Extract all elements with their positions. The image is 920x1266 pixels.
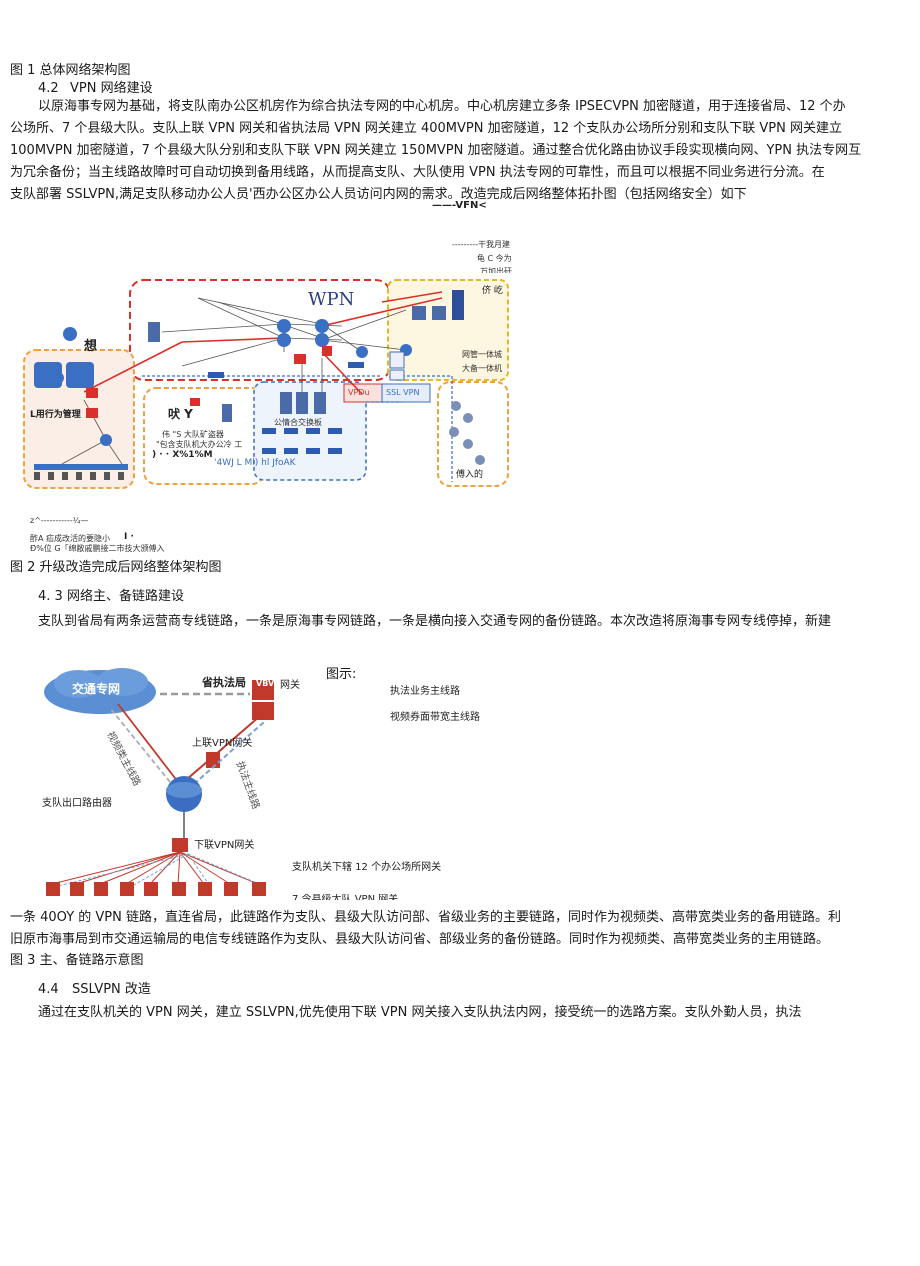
paragraph-line: 支队部署 SSLVPN,满足支队移动办公人员'西办公区办公人员访问内网的需求。改… (10, 187, 747, 202)
ji-label: 想 (84, 339, 98, 354)
ssl-vpn-tag-label: SSL VPN (386, 388, 420, 397)
switch-box-label: 公情合交换板 (274, 418, 322, 427)
paragraph-line: 100MVPN 加密隧道，7 个县级大队分别和支队下联 VPN 网关建立 150… (10, 143, 862, 158)
paragraph-line: 公场所、7 个县级大队。支队上联 VPN 网关和省执法局 VPN 网关建立 40… (10, 121, 842, 136)
behavior-mgmt-label: L用行为管理 (30, 410, 81, 420)
mobile-zone (437, 381, 509, 487)
fig1-below-line-2b: I · (124, 532, 134, 542)
link-svg (44, 668, 274, 896)
downlink-gateway-icon (172, 838, 188, 852)
uplink-gateway-icon (206, 752, 220, 768)
legend-line-1: ---------干我月建 (452, 240, 510, 249)
server-icons (148, 290, 464, 422)
fig1-below-line-2a: 酢A 疝成改活的要隐小 (30, 534, 111, 543)
paragraph-line: 为冗余备份；当主线路故障时可自动切换到备用线路，从而提高支队、大队使用 VPN … (10, 165, 825, 180)
county-note-2: "包含支队机大办公冷 工 (156, 440, 243, 449)
right-top-zone (387, 279, 509, 381)
legend-enforcement-line: 执法业务主线路 (390, 686, 460, 697)
downlink-label: 下联VPN网关 (194, 840, 255, 851)
legend-video-line: 视频券面带宽主线路 (390, 712, 480, 723)
uplink-label: 上联VPN网关 (192, 738, 253, 749)
prov-bureau-label: 省执法局 (202, 676, 246, 689)
uplink-blue-line (193, 721, 265, 785)
cloud-red-line (117, 703, 179, 783)
topology-svg (23, 279, 509, 489)
blue-panel-icon (34, 362, 62, 388)
branch-gateway-note: 支队机关下辖 12 个办公场所网关 (292, 862, 442, 873)
legend-line-2: 龟 C 今为 (477, 254, 512, 263)
mobile-user-icons (449, 401, 485, 465)
wpn-label: WPN (308, 289, 355, 310)
terminal-icon (389, 351, 405, 369)
county-note-3: ) · · X%1%M (152, 450, 213, 460)
section-4-4-title: SSLVPN 改造 (72, 982, 151, 997)
switch-icons (208, 362, 364, 454)
terminal-icon (389, 369, 405, 381)
county-zone (143, 387, 265, 485)
legend-title: 图示: (326, 667, 357, 682)
blue-links (142, 375, 453, 482)
paragraph-line: 以原海事专网为基础，将支队南办公区机房作为综合执法专网的中心机房。中心机房建立多… (38, 99, 846, 114)
pc-row-icons (34, 464, 128, 480)
paragraph-line: 一条 40OY 的 VPN 链路，直连省局，此链路作为支队、县级大队访问部、省级… (10, 910, 841, 925)
bottom-mid-label: '4WJ L Ml) hl JfoAK (214, 458, 296, 468)
firewall-icons (86, 346, 332, 418)
blue-panel-icon (66, 362, 94, 388)
prov-gateway-icon (252, 680, 274, 700)
right-label-2: 大备一体机 (462, 364, 502, 373)
link-diagram: 交通专网 省执法局 VBV 网关 上联VPN网关 支队出口路由器 下联VPN网关… (38, 664, 300, 900)
fig3-caption: 图 3 主、备链路示意图 (10, 953, 144, 968)
section-4-4-number: 4.4 (38, 982, 59, 997)
ssl-tag-box (381, 383, 431, 403)
fanout-dashed-lines (57, 853, 265, 887)
right-label-1: 网管一体城 (462, 350, 502, 359)
right-top-label: 侪 屹 (482, 286, 503, 296)
fig1-header-text: ——-VFN< (432, 200, 487, 211)
paragraph-link-intro: 支队到省局有两条运营商专线链路，一条是原海事专网链路，一条是横向接入交通专网的备… (38, 614, 832, 629)
paragraph-line: 旧原市海事局到市交通运输局的电信专线链路作为支队、县级大队访问省、部级业务的备份… (10, 932, 830, 947)
fanout-lines (51, 851, 259, 885)
prov-gateway-tag: VBV (256, 679, 275, 688)
county-gateway-note: 7 今县级大队 VPN 网关 (292, 894, 399, 900)
topology-links (61, 297, 407, 465)
vpn-tag-label: VPDu (348, 388, 370, 397)
fig1-below-line-3: Đ́%位 G「绵敝戚鹏接二市技大颁傅入 (30, 544, 165, 553)
fig2-caption: 图 2 升级改造完成后网络整体架构图 (10, 560, 222, 575)
uplink-red-line (185, 715, 261, 781)
router-label: 支队出口路由器 (42, 798, 112, 809)
branch-gateway-icons (46, 882, 266, 896)
paragraph-sslvpn: 通过在支队机关的 VPN 网关，建立 SSLVPN,优先使用下联 VPN 网关接… (38, 1005, 802, 1020)
section-4-2-title: VPN 网络建设 (70, 81, 153, 96)
yi-label: 吠 Y (168, 407, 193, 421)
red-links (83, 291, 443, 395)
county-note-1: 伟 "S 大队矿盗器 (162, 430, 224, 439)
prov-gateway-icon (252, 702, 274, 720)
legend-line-3: 万加出矸 (480, 267, 512, 273)
fig1-caption: 图 1 总体网络架构图 (10, 63, 131, 78)
section-4-3-title: 4. 3 网络主、备链路建设 (38, 589, 184, 604)
network-topology-diagram: WPN ---------干我月建 龟 C 今为 万加出矸 想 侪 屹 L用行为… (22, 240, 512, 492)
bottom-right-label: 傅入的 (456, 470, 484, 480)
section-4-2-number: 4.2 (38, 81, 59, 96)
cloud-label: 交通专网 (72, 682, 121, 696)
prov-gateway-suffix: 网关 (280, 680, 300, 691)
fig1-below-line-1: z^-----------¼— (30, 516, 89, 525)
